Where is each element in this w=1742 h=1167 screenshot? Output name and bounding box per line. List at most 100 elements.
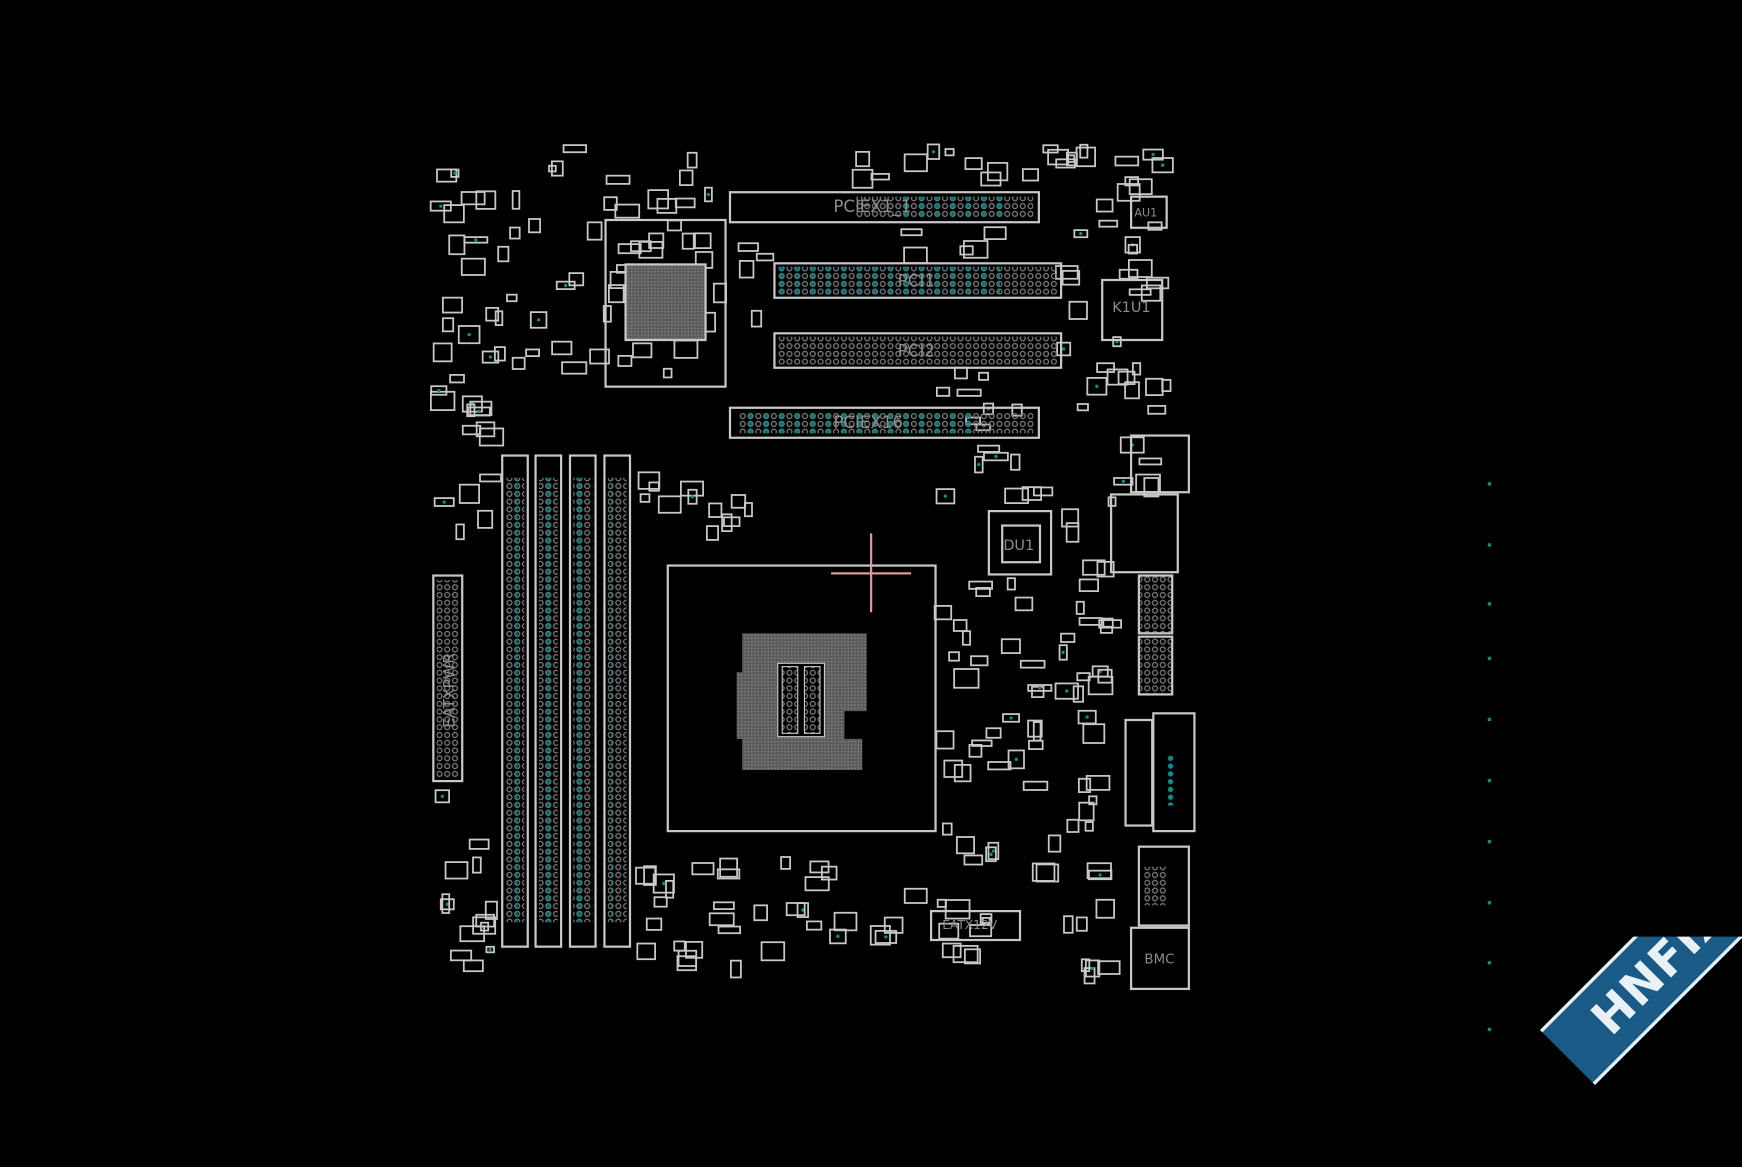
chip-k1u1[interactable]: K1U1 [1101,278,1164,342]
smd-component [550,160,564,177]
smd-component [462,959,484,973]
smd-component [1084,959,1101,978]
rear-io[interactable]: BMC [1109,434,1196,990]
smd-component [1035,863,1060,883]
label-au1: AU1 [1134,207,1157,220]
smd-component [679,480,704,497]
slot-pci1[interactable]: PCI1 [773,262,1063,299]
smd-component [738,259,755,279]
smd-component [1106,368,1129,386]
smd-component [964,157,983,170]
smd-component [870,172,890,181]
via [1009,716,1013,720]
connector-eatxpwr[interactable]: EATXPWR [432,574,464,783]
smd-component [439,898,455,911]
via [536,318,541,322]
chip-du1[interactable]: DU1 [987,509,1053,576]
smd-component [430,385,448,396]
smd-component [617,243,642,255]
marker-dot [1487,717,1492,722]
smd-component [468,838,490,850]
smd-component [1085,774,1111,791]
smd-component [944,899,971,920]
smd-component [1077,777,1092,793]
smd-component [874,929,898,944]
via [1061,650,1065,654]
smd-component [935,386,951,397]
smd-component [551,340,573,356]
cpu-socket[interactable] [666,564,937,833]
smd-component [429,200,452,212]
smd-component [1073,229,1089,239]
smd-component [1019,659,1046,669]
smd-component [645,917,663,931]
slot-pciex1[interactable]: PCIEX1_1 [728,191,1040,224]
smd-component [603,196,618,211]
smd-component [1116,183,1141,202]
smd-component [1138,457,1163,466]
dimm-slot[interactable] [534,454,563,948]
smd-component [450,168,460,178]
smd-component [449,949,473,962]
smd-component [1086,376,1108,396]
smd-component [1124,381,1140,400]
smd-component [479,473,502,483]
smd-component [525,348,540,357]
smd-component [708,912,735,927]
smd-component [970,655,989,667]
smd-component [1061,269,1081,286]
chip-au1[interactable]: AU1 [1129,195,1168,229]
via [994,454,998,459]
smd-component [962,240,989,259]
smd-component [969,924,993,938]
smd-component [1113,477,1134,486]
smd-component [959,245,974,256]
smd-component [743,502,753,518]
smd-component [441,296,463,314]
via [884,935,888,939]
smd-component [1079,143,1089,159]
smd-component [529,311,548,329]
smd-component [673,940,686,952]
smd-component [666,219,682,232]
smd-component [1047,834,1062,853]
smd-component [755,252,775,262]
slot-pciex16[interactable]: PCIEX16 [728,406,1040,439]
dimm-slot[interactable] [501,454,529,948]
marker-dot [1487,839,1492,844]
smd-component [956,388,982,397]
via [706,192,711,197]
smd-component [1119,436,1145,454]
smd-component [1078,578,1099,592]
smd-component [561,361,588,375]
smd-component [1028,739,1044,750]
label-du1: DU1 [1003,538,1034,554]
dimm-slot[interactable] [603,454,632,948]
dimm-slot[interactable] [568,454,597,948]
connector-eatx12v[interactable]: EATX12V [929,909,1022,942]
smd-component [952,619,968,632]
smd-component [477,509,494,529]
via [437,388,441,393]
smd-component [968,580,993,590]
smd-component [673,339,699,359]
smd-component [903,153,928,173]
smd-component [1084,821,1094,832]
smd-component [1098,219,1119,228]
smd-component [589,348,610,365]
slot-pci2[interactable]: PCI2 [773,332,1063,369]
smd-component [475,190,497,210]
smd-component [1065,522,1080,543]
smd-component [1082,559,1106,576]
chipset[interactable] [604,218,727,388]
smd-component [833,911,858,932]
smd-component [1021,486,1042,501]
smd-component [1068,300,1088,320]
smd-component [687,488,698,505]
smd-component [1007,749,1025,770]
smd-component [1151,157,1174,174]
smd-component [829,928,847,945]
dimm-slots [501,454,632,948]
